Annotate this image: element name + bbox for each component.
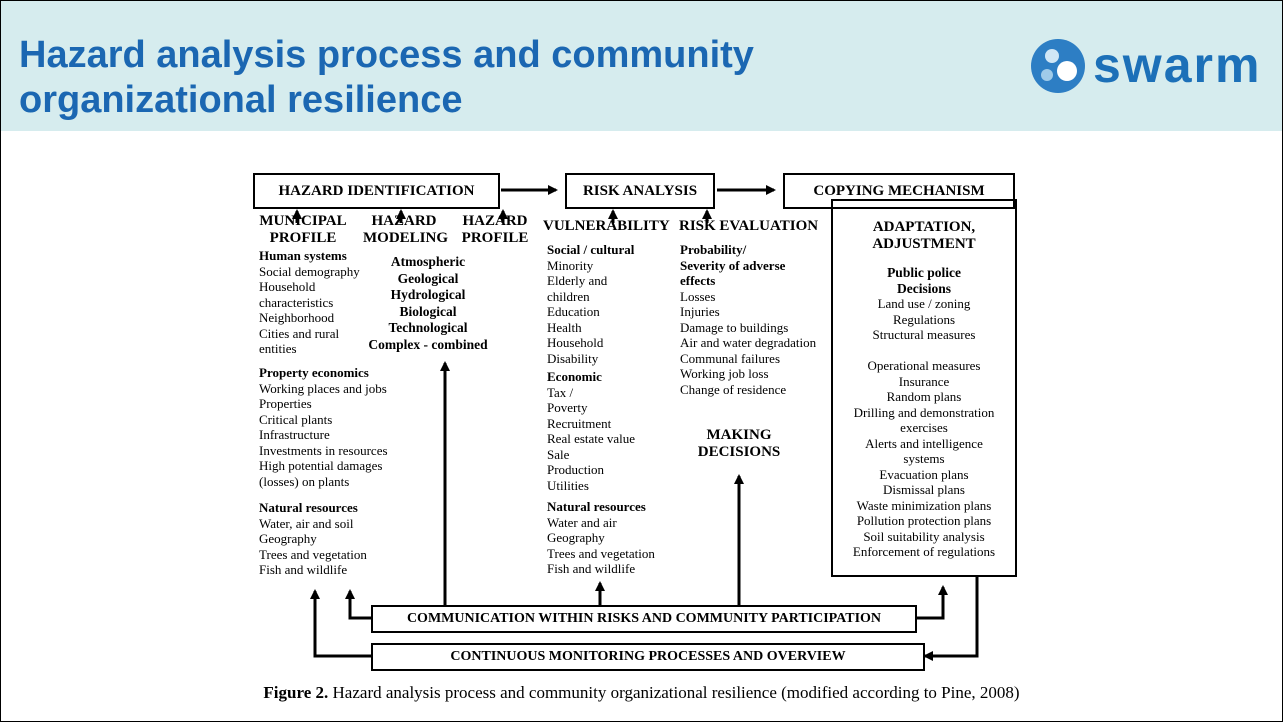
hazard-types-list: Atmospheric Geological Hydrological Biol… (368, 254, 488, 352)
title-banner: Hazard analysis process and community or… (1, 1, 1282, 131)
swarm-logo-text: swarm (1093, 37, 1262, 93)
title-line-2: organizational resilience (19, 79, 463, 121)
adaptation-items-b: Operational measures Insurance Random pl… (852, 358, 996, 559)
risk-evaluation-list: Probability/ Severity of adverse effects… (680, 242, 817, 397)
title-line-1: Hazard analysis process and community (19, 34, 754, 76)
communication-box: COMMUNICATION WITHIN RISKS AND COMMUNITY… (371, 605, 917, 633)
adaptation-subheading: Public police Decisions (887, 265, 961, 296)
adaptation-box: ADAPTATION, ADJUSTMENT Public police Dec… (831, 199, 1017, 577)
vulnerability-heading: VULNERABILITY (543, 218, 670, 234)
hazard-identification-box: HAZARD IDENTIFICATION (253, 173, 500, 209)
arrow-comm-to-municipal (345, 589, 371, 620)
monitoring-box: CONTINUOUS MONITORING PROCESSES AND OVER… (371, 643, 925, 671)
municipal-profile-heading: MUNICIPAL PROFILE (259, 213, 347, 246)
figure-caption: Figure 2. Hazard analysis process and co… (1, 683, 1282, 703)
making-decisions-label: MAKING DECISIONS (697, 427, 781, 460)
risk-analysis-box: RISK ANALYSIS (565, 173, 715, 209)
figure-label: Figure 2. (263, 683, 329, 702)
swarm-logo: swarm (1031, 35, 1271, 95)
municipal-natural-resources: Natural resources Water, air and soil Ge… (259, 500, 367, 577)
swarm-logo-icon (1031, 39, 1085, 93)
copying-mechanism-box: COPYING MECHANISM (783, 173, 1015, 209)
arrow-adaptation-to-monitor (923, 577, 979, 661)
hazard-profile-heading: HAZARD PROFILE (461, 213, 529, 246)
arrow-comm-to-adaptation (917, 585, 948, 620)
adaptation-items-a: Land use / zoning Regulations Structural… (872, 296, 976, 342)
municipal-property-economics: Property economics Working places and jo… (259, 365, 388, 489)
risk-evaluation-heading: RISK EVALUATION (679, 218, 819, 234)
municipal-human-systems: Human systems Social demography Househol… (259, 248, 360, 356)
slide-title: Hazard analysis process and community or… (19, 33, 754, 123)
hazard-modeling-heading: HAZARD MODELING (363, 213, 449, 246)
figure-caption-text: Hazard analysis process and community or… (328, 683, 1020, 702)
adaptation-heading: ADAPTATION, ADJUSTMENT (872, 219, 976, 252)
vulnerability-social-cultural: Social / cultural Minority Elderly and c… (547, 242, 635, 366)
arrow-monitor-to-municipal (310, 589, 371, 658)
vulnerability-economic: Economic Tax / Poverty Recruitment Real … (547, 369, 636, 493)
vulnerability-natural-resources: Natural resources Water and air Geograph… (547, 499, 655, 576)
